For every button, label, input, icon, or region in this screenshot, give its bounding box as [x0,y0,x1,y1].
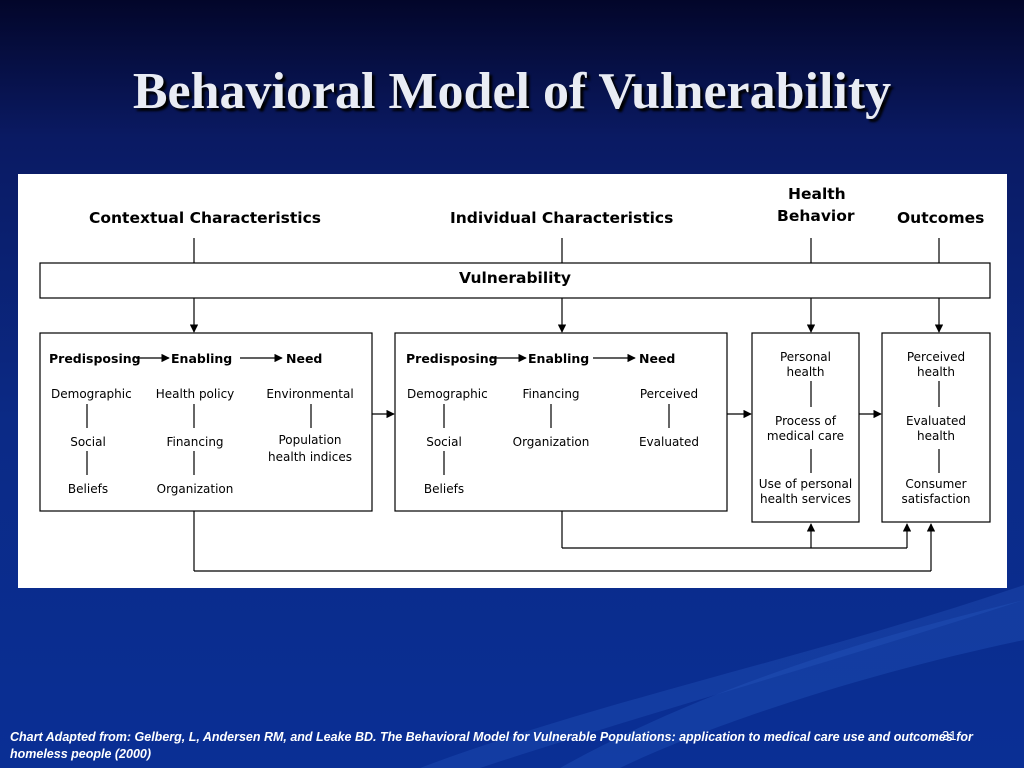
outcome-item: satisfaction [901,492,971,506]
individual-item: Perceived [639,387,699,401]
header-health-behavior-line2: Behavior [777,207,855,225]
behavior-item: health services [759,492,852,506]
context-item: Organization [156,482,234,496]
individual-item: Organization [512,435,590,449]
diagram-panel: Contextual Characteristics Individual Ch… [18,174,1007,588]
source-caption: Chart Adapted from: Gelberg, L, Andersen… [10,730,973,761]
outcome-item: Consumer [905,477,967,491]
context-item: Beliefs [67,482,109,496]
vulnerability-label: Vulnerability [459,269,571,287]
outcome-item: health [917,365,955,379]
individual-need: Need [639,351,676,366]
context-item: Health policy [155,387,235,401]
behavior-item: Use of personal [758,477,853,491]
context-item: Population [278,433,342,447]
header-health-behavior-line1: Health [788,185,846,203]
slide-title: Behavioral Model of Vulnerability [132,63,892,120]
context-item: Social [70,435,106,449]
individual-enabling: Enabling [528,351,590,366]
behavior-item: Personal [779,350,831,364]
individual-item: Beliefs [423,482,465,496]
individual-item: Social [426,435,462,449]
context-predisposing: Predisposing [49,351,141,366]
behavior-item: health [786,365,825,379]
context-need: Need [286,351,323,366]
context-item: Demographic [51,387,132,401]
outcome-item: Perceived [906,350,966,364]
outcome-item: Evaluated [905,414,967,428]
context-item: Environmental [266,387,354,401]
individual-item: Evaluated [638,435,700,449]
header-outcomes: Outcomes [897,209,985,227]
header-individual: Individual Characteristics [450,209,674,227]
outcome-item: health [917,429,955,443]
diagram-lines [39,238,991,572]
header-contextual: Contextual Characteristics [89,209,321,227]
individual-item: Demographic [407,387,488,401]
context-enabling: Enabling [171,351,233,366]
individual-item: Financing [522,387,580,401]
behavior-item: Process of [775,414,836,428]
context-item: Financing [166,435,224,449]
context-item: health indices [268,450,352,464]
slide-number: 31 [942,728,957,743]
behavior-item: medical care [766,429,845,443]
individual-predisposing: Predisposing [406,351,498,366]
